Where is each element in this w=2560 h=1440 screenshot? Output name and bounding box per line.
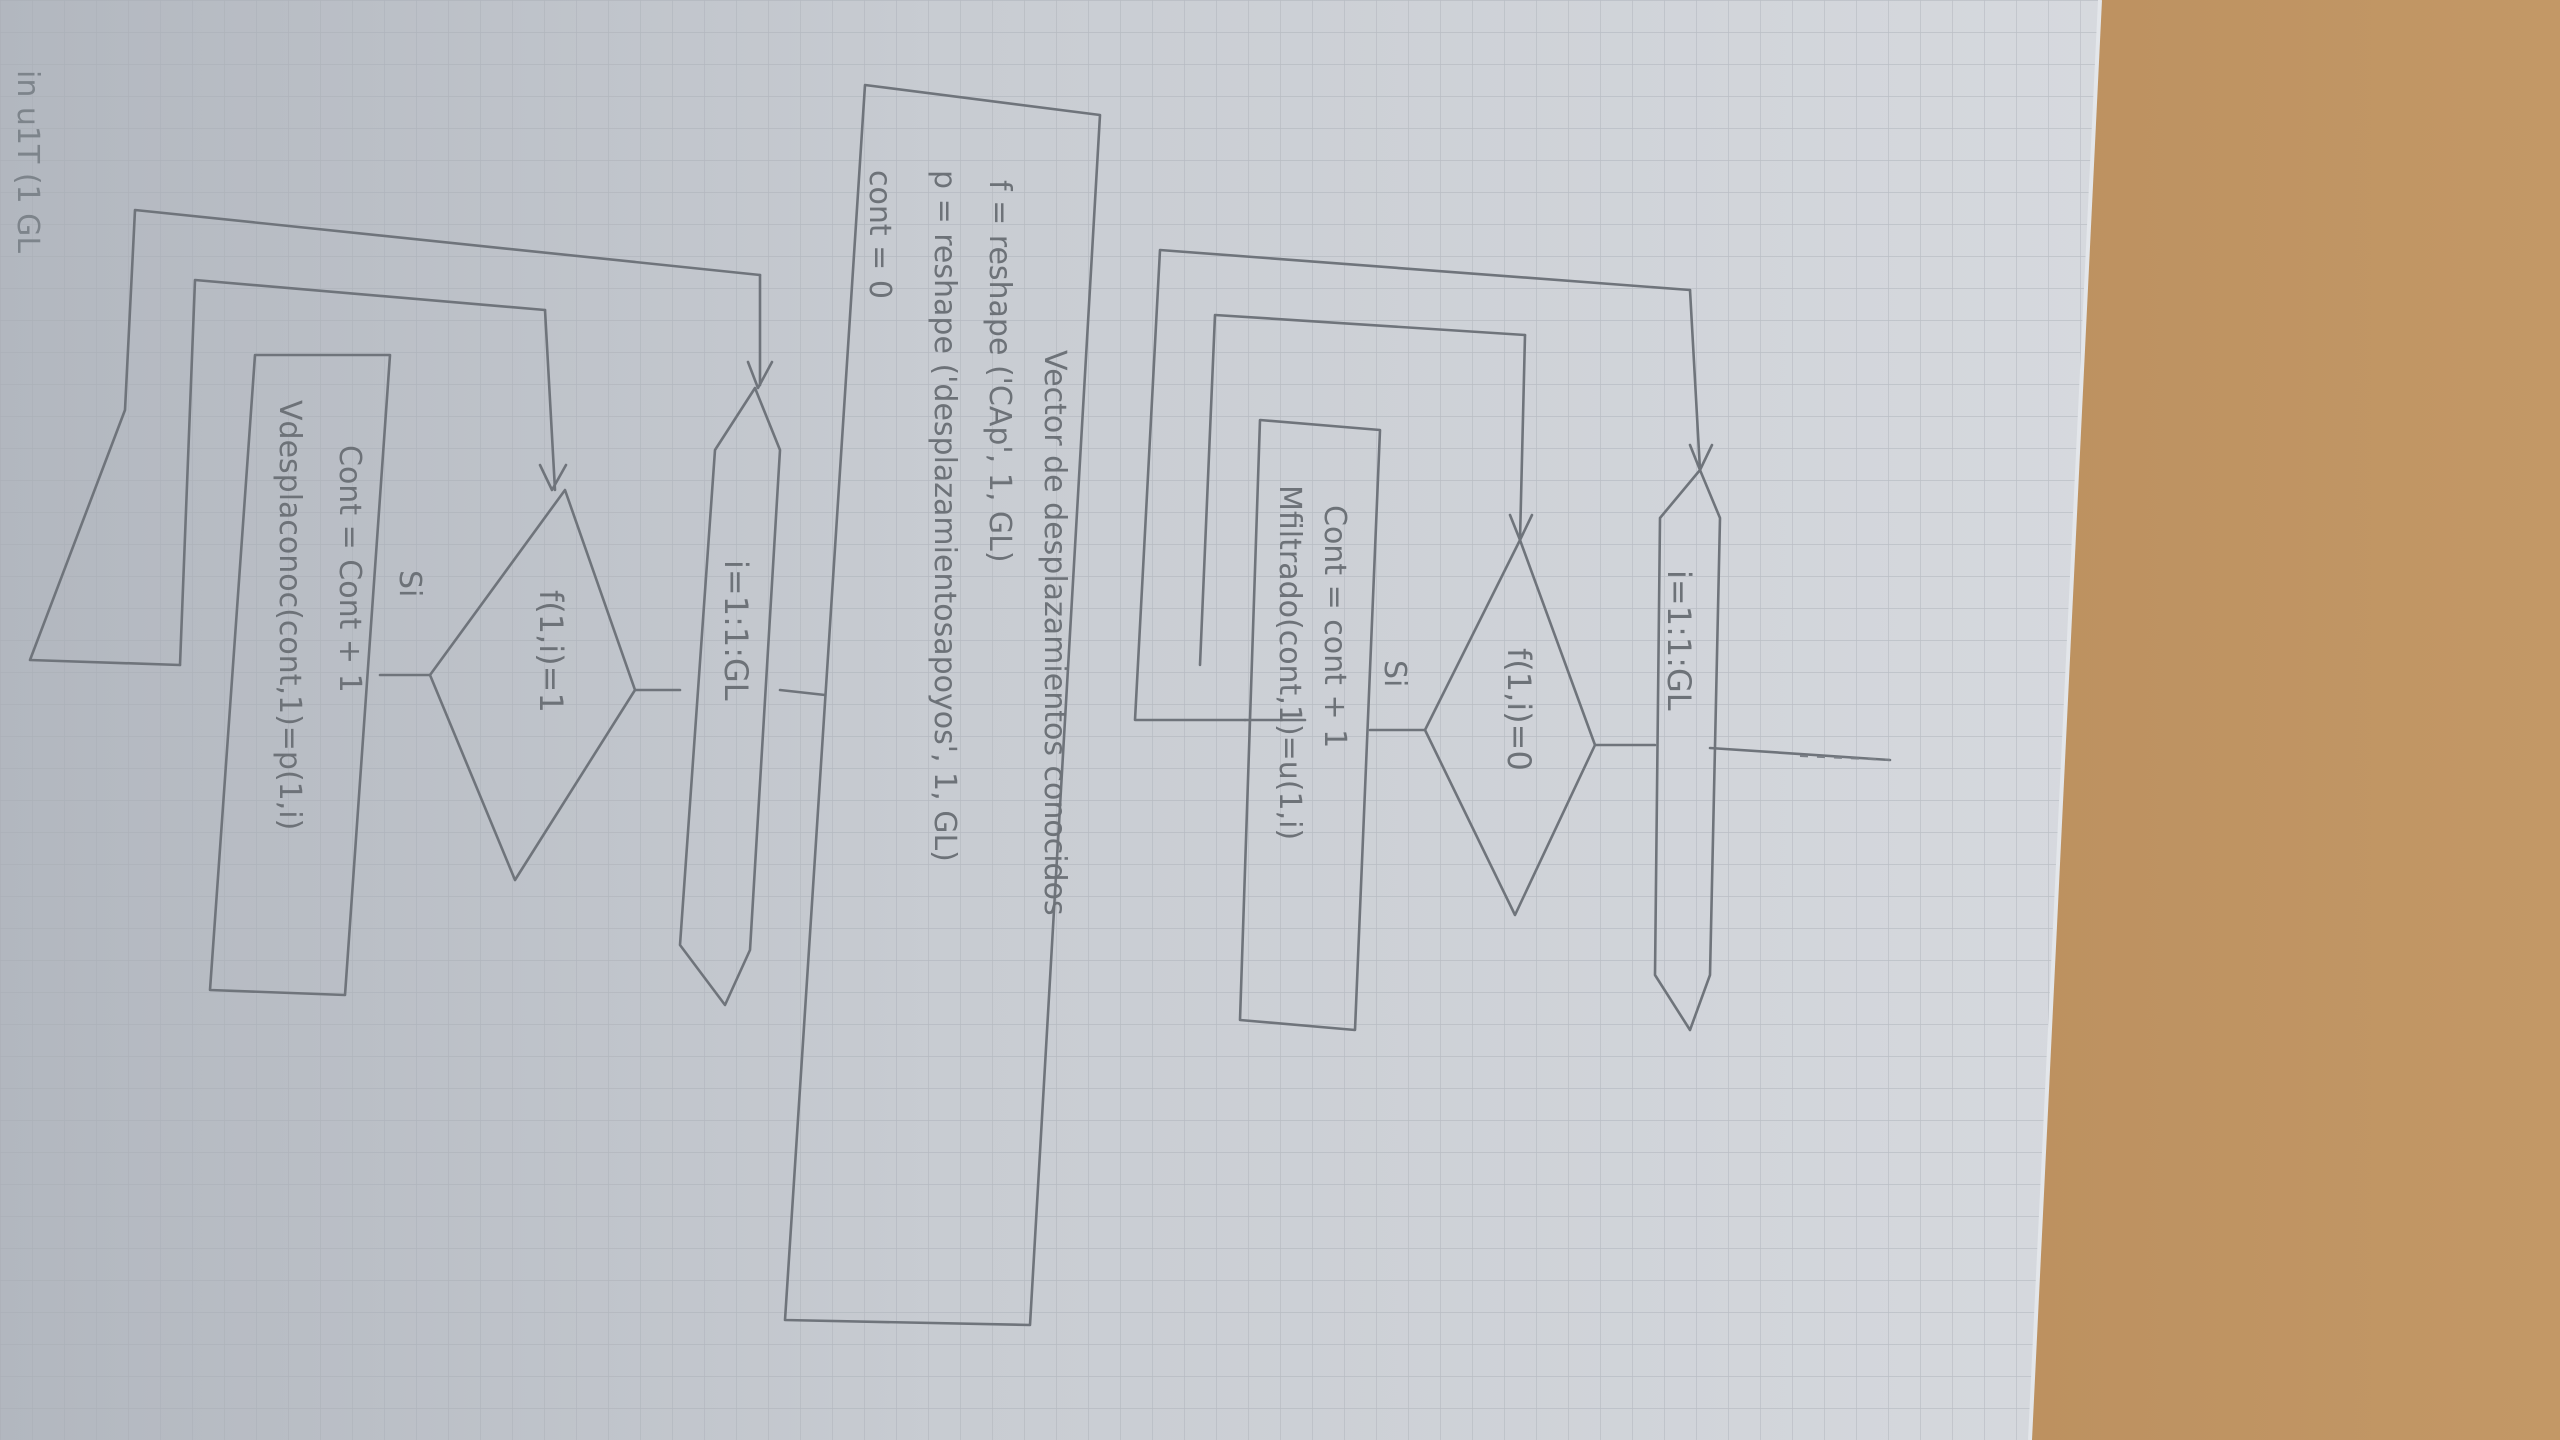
process-line-middle-4: cont = 0 <box>862 170 897 299</box>
process-line-right-1: Cont = cont + 1 <box>1317 505 1352 748</box>
loop-shape-right <box>1653 468 1722 1032</box>
paper-grid <box>0 0 2100 1440</box>
process-line-middle-1: Vector de desplazamientos conocidos <box>1037 350 1072 916</box>
decision-shape-left <box>428 488 637 882</box>
loop-label-right: i=1:1:GL <box>1660 570 1698 711</box>
process-line-left-2: Vdesplaconoc(cont,1)=p(1,i) <box>272 400 307 830</box>
process-line-middle-3: p = reshape ('desplazamientosapoyos', 1,… <box>927 170 962 862</box>
middle-process: Vector de desplazamientos conocidos f = … <box>783 83 1102 1327</box>
decision-shape-right <box>1423 538 1597 917</box>
process-line-left-1: Cont = Cont + 1 <box>332 445 367 693</box>
paper-edge <box>2028 0 2102 1440</box>
branch-label-right: Si <box>1377 660 1412 687</box>
branch-label-left: Si <box>392 570 427 597</box>
process-shape-left <box>208 353 392 997</box>
loop-label-left: i=1:1:GL <box>717 560 755 701</box>
right-flowchart: i=1:1:GL f(1,i)=0 Si Cont = cont + 1 Mfi… <box>1133 248 1892 1032</box>
margin-writing: in u1T (1 GL <box>10 70 45 253</box>
loop-shape-left <box>678 386 782 1007</box>
process-line-right-2: Mfiltrado(cont,1)=u(1,i) <box>1272 485 1307 840</box>
process-shape-right <box>1238 418 1382 1032</box>
process-line-middle-2: f = reshape ('CAp', 1, GL) <box>982 180 1017 563</box>
decision-label-right: f(1,i)=0 <box>1500 648 1538 771</box>
decision-label-left: f(1,i)=1 <box>532 590 570 713</box>
left-flowchart: i=1:1:GL f(1,i)=1 Si Cont = Cont + 1 Vde… <box>28 208 827 1007</box>
process-shape-middle <box>783 83 1102 1327</box>
